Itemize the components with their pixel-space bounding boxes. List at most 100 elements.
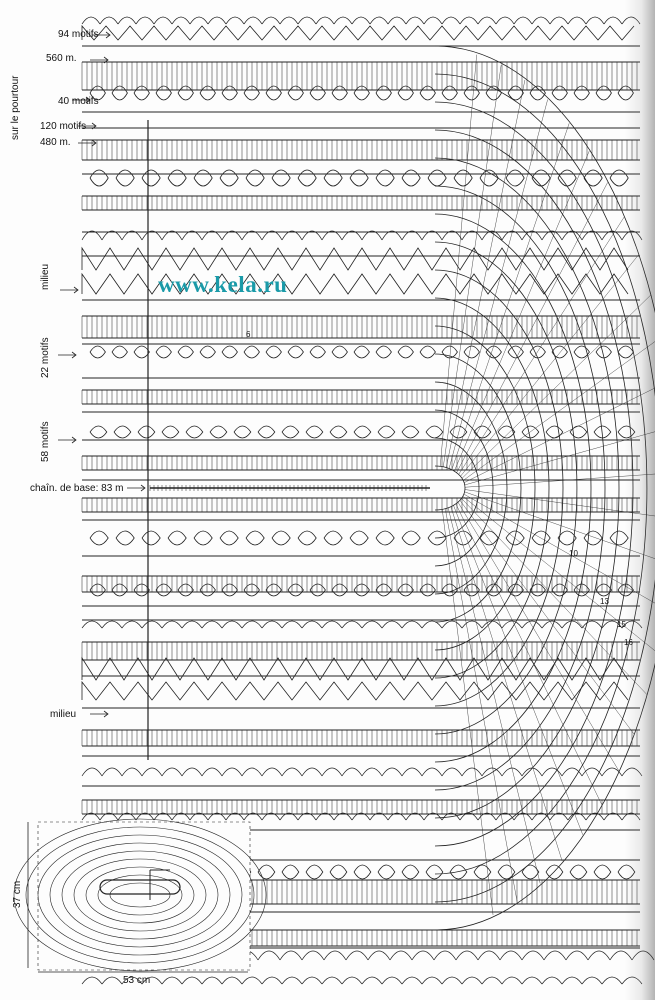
zigzag-row: [81, 680, 629, 701]
leaf-motif: [133, 345, 150, 359]
leaf-motif: [353, 425, 372, 439]
leaf-motif: [287, 345, 304, 359]
oval-motif: [505, 530, 525, 546]
schematic-round: [25, 826, 255, 964]
leaf-motif: [185, 425, 204, 439]
label-94-motifs: 94 motifs: [58, 29, 99, 40]
leaf-motif: [305, 425, 324, 439]
oval-motif: [245, 169, 265, 187]
schematic-round: [85, 866, 195, 924]
oval-round: [434, 269, 564, 707]
leaf-motif: [507, 345, 524, 359]
label-22-motifs: 22 motifs: [40, 337, 51, 378]
zigzag-row: [81, 656, 629, 681]
label-milieu-bottom: milieu: [50, 709, 77, 720]
leaf-motif: [309, 583, 326, 597]
leaf-motif: [155, 85, 172, 101]
round-number: 6: [246, 330, 251, 339]
leaf-motif: [243, 85, 260, 101]
leaf-motif: [463, 345, 480, 359]
leaf-motif: [485, 85, 502, 101]
schematic-round: [97, 874, 183, 916]
leaf-motif: [221, 85, 238, 101]
oval-motif: [89, 530, 109, 546]
oval-round: [434, 45, 655, 931]
oval-round: [434, 157, 620, 819]
pointer-arrow: [103, 710, 109, 718]
leaf-motif: [111, 583, 128, 597]
oval-motif: [271, 530, 291, 546]
label-width-cm: 53 cm: [123, 975, 151, 986]
chain-arch: [81, 16, 641, 25]
leaf-motif: [309, 345, 326, 359]
label-sur-le-pourtour: sur le pourtour: [10, 75, 21, 140]
radial-stitch: [454, 150, 590, 472]
round-number: 13: [600, 597, 609, 606]
oval-motif: [531, 169, 551, 187]
pointer-arrow: [73, 286, 79, 294]
oval-motif: [141, 530, 161, 546]
leaf-motif: [419, 583, 436, 597]
oval-motif: [609, 169, 629, 187]
leaf-motif: [573, 345, 590, 359]
leaf-motif: [113, 425, 132, 439]
oval-motif: [375, 530, 395, 546]
leaf-motif: [441, 85, 458, 101]
leaf-motif: [617, 583, 634, 597]
leaf-motif: [473, 425, 492, 439]
round-number: 15: [617, 620, 626, 629]
oval-round: [434, 437, 480, 539]
leaf-motif: [441, 583, 458, 597]
label-480-m: 480 m.: [40, 137, 71, 148]
leaf-motif: [155, 345, 172, 359]
leaf-motif: [209, 425, 228, 439]
oval-round: [434, 101, 648, 875]
oval-motif: [557, 169, 577, 187]
leaf-motif: [617, 864, 636, 880]
round-number: 16: [624, 638, 633, 647]
radial-stitch: [458, 217, 625, 475]
oval-round: [434, 297, 550, 679]
oval-motif: [193, 169, 213, 187]
radial-stitch: [450, 506, 563, 862]
oval-motif: [505, 169, 525, 187]
radial-stitch: [442, 509, 494, 915]
oval-motif: [245, 530, 265, 546]
leaf-motif: [463, 583, 480, 597]
leaf-motif: [89, 85, 106, 101]
label-40-motifs: 40 motifs: [58, 96, 99, 107]
leaf-motif: [425, 425, 444, 439]
radial-stitch: [443, 65, 502, 467]
leaf-motif: [497, 425, 516, 439]
schematic-round: [49, 842, 231, 948]
radial-stitch: [464, 489, 655, 517]
leaf-motif: [593, 425, 612, 439]
pointer-arrow: [91, 139, 97, 147]
leaf-motif: [161, 425, 180, 439]
leaf-motif: [353, 85, 370, 101]
leaf-motif: [329, 425, 348, 439]
radial-stitch: [447, 507, 541, 884]
oval-motif: [297, 169, 317, 187]
pointer-arrow: [105, 31, 111, 39]
leaf-motif: [243, 345, 260, 359]
leaf-motif: [177, 345, 194, 359]
oval-motif: [375, 169, 395, 187]
leaf-motif: [617, 425, 636, 439]
zigzag-row: [81, 246, 629, 271]
radial-stitch: [440, 54, 477, 467]
radial-stitch: [461, 294, 651, 479]
oval-motif: [115, 169, 135, 187]
leaf-motif: [89, 425, 108, 439]
leaf-motif: [595, 583, 612, 597]
leaf-motif: [401, 864, 420, 880]
leaf-motif: [569, 425, 588, 439]
leaf-motif: [545, 425, 564, 439]
leaf-motif: [441, 345, 458, 359]
leaf-motif: [551, 85, 568, 101]
oval-motif: [401, 530, 421, 546]
leaf-motif: [221, 583, 238, 597]
leaf-motif: [397, 345, 414, 359]
